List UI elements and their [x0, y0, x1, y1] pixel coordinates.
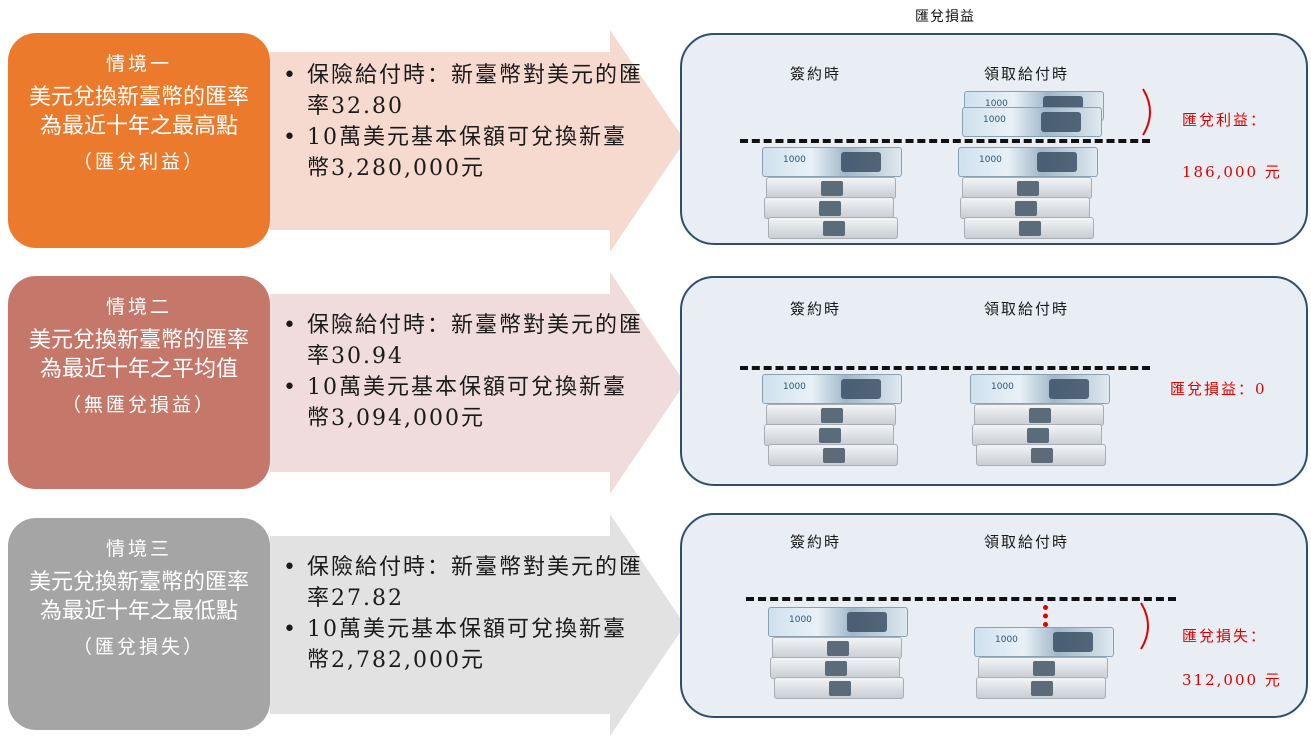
- money-note: [958, 147, 1098, 177]
- baseline-dashed-line: [740, 139, 1150, 143]
- bullet-item: • 10萬美元基本保額可兌換新臺幣2,782,000元: [277, 614, 647, 676]
- bullet-item: • 保險給付時：新臺幣對美元的匯率27.82: [277, 552, 647, 614]
- scenario-2-panel: 簽約時 領取給付時 匯兌損益：0: [680, 276, 1308, 486]
- bullet-text: 10萬美元基本保額可兌換新臺幣3,280,000元: [307, 125, 627, 181]
- outcome-value: 186,000 元: [1182, 163, 1282, 181]
- outcome-value: 312,000 元: [1182, 671, 1282, 689]
- scenario-3-panel: 簽約時 領取給付時 匯兌損失： 312,000 元: [680, 513, 1308, 718]
- baseline-dashed-line: [740, 366, 1150, 370]
- money-note: [762, 147, 902, 177]
- scenario-1-box: 情境一 美元兌換新臺幣的匯率為最近十年之最高點 （匯兌利益）: [8, 33, 270, 248]
- scenario-2-arrow: [270, 272, 685, 494]
- money-note: [976, 677, 1106, 699]
- sign-label: 簽約時: [790, 533, 842, 551]
- bullet-text: 10萬美元基本保額可兌換新臺幣3,094,000元: [307, 375, 627, 431]
- scenario-3-box: 情境三 美元兌換新臺幣的匯率為最近十年之最低點 （匯兌損失）: [8, 518, 270, 730]
- scenario-description: 美元兌換新臺幣的匯率為最近十年之最低點: [29, 570, 250, 624]
- money-note: [960, 197, 1090, 219]
- bullet-dot: •: [283, 63, 298, 88]
- loss-gap-marker: [1043, 605, 1053, 627]
- money-note: [772, 637, 902, 659]
- scenario-1-panel: 簽約時 領取給付時 匯兌利益： 186,000 元: [680, 33, 1308, 245]
- scenario-description: 美元兌換新臺幣的匯率為最近十年之平均值: [29, 328, 250, 382]
- receive-label: 領取給付時: [984, 533, 1070, 551]
- bullet-item: • 保險給付時：新臺幣對美元的匯率32.80: [277, 60, 647, 122]
- money-note: [974, 627, 1114, 657]
- scenario-3-arrow: [270, 514, 685, 736]
- baseline-dashed-line: [746, 597, 1176, 601]
- bullet-item: • 10萬美元基本保額可兌換新臺幣3,094,000元: [277, 372, 647, 434]
- bullet-dot: •: [283, 617, 298, 642]
- scenario-2-box: 情境二 美元兌換新臺幣的匯率為最近十年之平均值 （無匯兌損益）: [8, 276, 270, 489]
- bullet-item: • 保險給付時：新臺幣對美元的匯率30.94: [277, 310, 647, 372]
- sign-label: 簽約時: [790, 300, 842, 318]
- money-note: [766, 177, 896, 199]
- scenario-result: （匯兌損失）: [72, 636, 205, 658]
- money-note: [770, 657, 900, 679]
- bullet-text: 10萬美元基本保額可兌換新臺幣2,782,000元: [307, 617, 627, 673]
- money-stack-extra: [962, 107, 1102, 137]
- money-note: [764, 197, 894, 219]
- bullet-dot: •: [283, 313, 298, 338]
- header-title: 匯兌損益: [915, 9, 975, 25]
- receive-label: 領取給付時: [984, 300, 1070, 318]
- money-note: [974, 404, 1104, 426]
- money-note: [978, 657, 1108, 679]
- money-note: [766, 404, 896, 426]
- scenario-result: （無匯兌損益）: [61, 394, 216, 416]
- money-note: [774, 677, 904, 699]
- scenario-1-bullets: • 保險給付時：新臺幣對美元的匯率32.80 • 10萬美元基本保額可兌換新臺幣3,…: [277, 60, 647, 184]
- bullet-dot: •: [283, 555, 298, 580]
- bullet-dot: •: [283, 125, 298, 150]
- money-note: [962, 177, 1092, 199]
- money-note: [964, 217, 1094, 239]
- money-note: [970, 374, 1110, 404]
- scenario-description: 美元兌換新臺幣的匯率為最近十年之最高點: [29, 85, 250, 139]
- money-note: [764, 424, 894, 446]
- scenario-1-arrow: [270, 30, 685, 252]
- gain-bracket-icon: [1142, 88, 1151, 136]
- bullet-text: 保險給付時：新臺幣對美元的匯率32.80: [307, 63, 644, 119]
- money-note: [768, 444, 898, 466]
- scenario-title: 情境二: [105, 296, 172, 318]
- outcome-label: 匯兌利益：: [1182, 111, 1268, 129]
- scenario-3-bullets: • 保險給付時：新臺幣對美元的匯率27.82 • 10萬美元基本保額可兌換新臺幣2,…: [277, 552, 647, 676]
- scenario-title: 情境三: [105, 538, 172, 560]
- money-note: [976, 444, 1106, 466]
- money-note: [762, 374, 902, 404]
- scenario-2-bullets: • 保險給付時：新臺幣對美元的匯率30.94 • 10萬美元基本保額可兌換新臺幣3,…: [277, 310, 647, 434]
- loss-bracket-icon: [1140, 602, 1149, 650]
- outcome-label: 匯兌損益：0: [1170, 380, 1267, 398]
- bullet-text: 保險給付時：新臺幣對美元的匯率30.94: [307, 313, 644, 369]
- money-note: [768, 607, 908, 637]
- scenario-title: 情境一: [105, 53, 172, 75]
- bullet-text: 保險給付時：新臺幣對美元的匯率27.82: [307, 555, 644, 611]
- bullet-dot: •: [283, 375, 298, 400]
- money-note: [768, 217, 898, 239]
- receive-label: 領取給付時: [984, 65, 1070, 83]
- bullet-item: • 10萬美元基本保額可兌換新臺幣3,280,000元: [277, 122, 647, 184]
- outcome-label: 匯兌損失：: [1182, 627, 1268, 645]
- money-note: [972, 424, 1102, 446]
- sign-label: 簽約時: [790, 65, 842, 83]
- scenario-result: （匯兌利益）: [72, 151, 205, 173]
